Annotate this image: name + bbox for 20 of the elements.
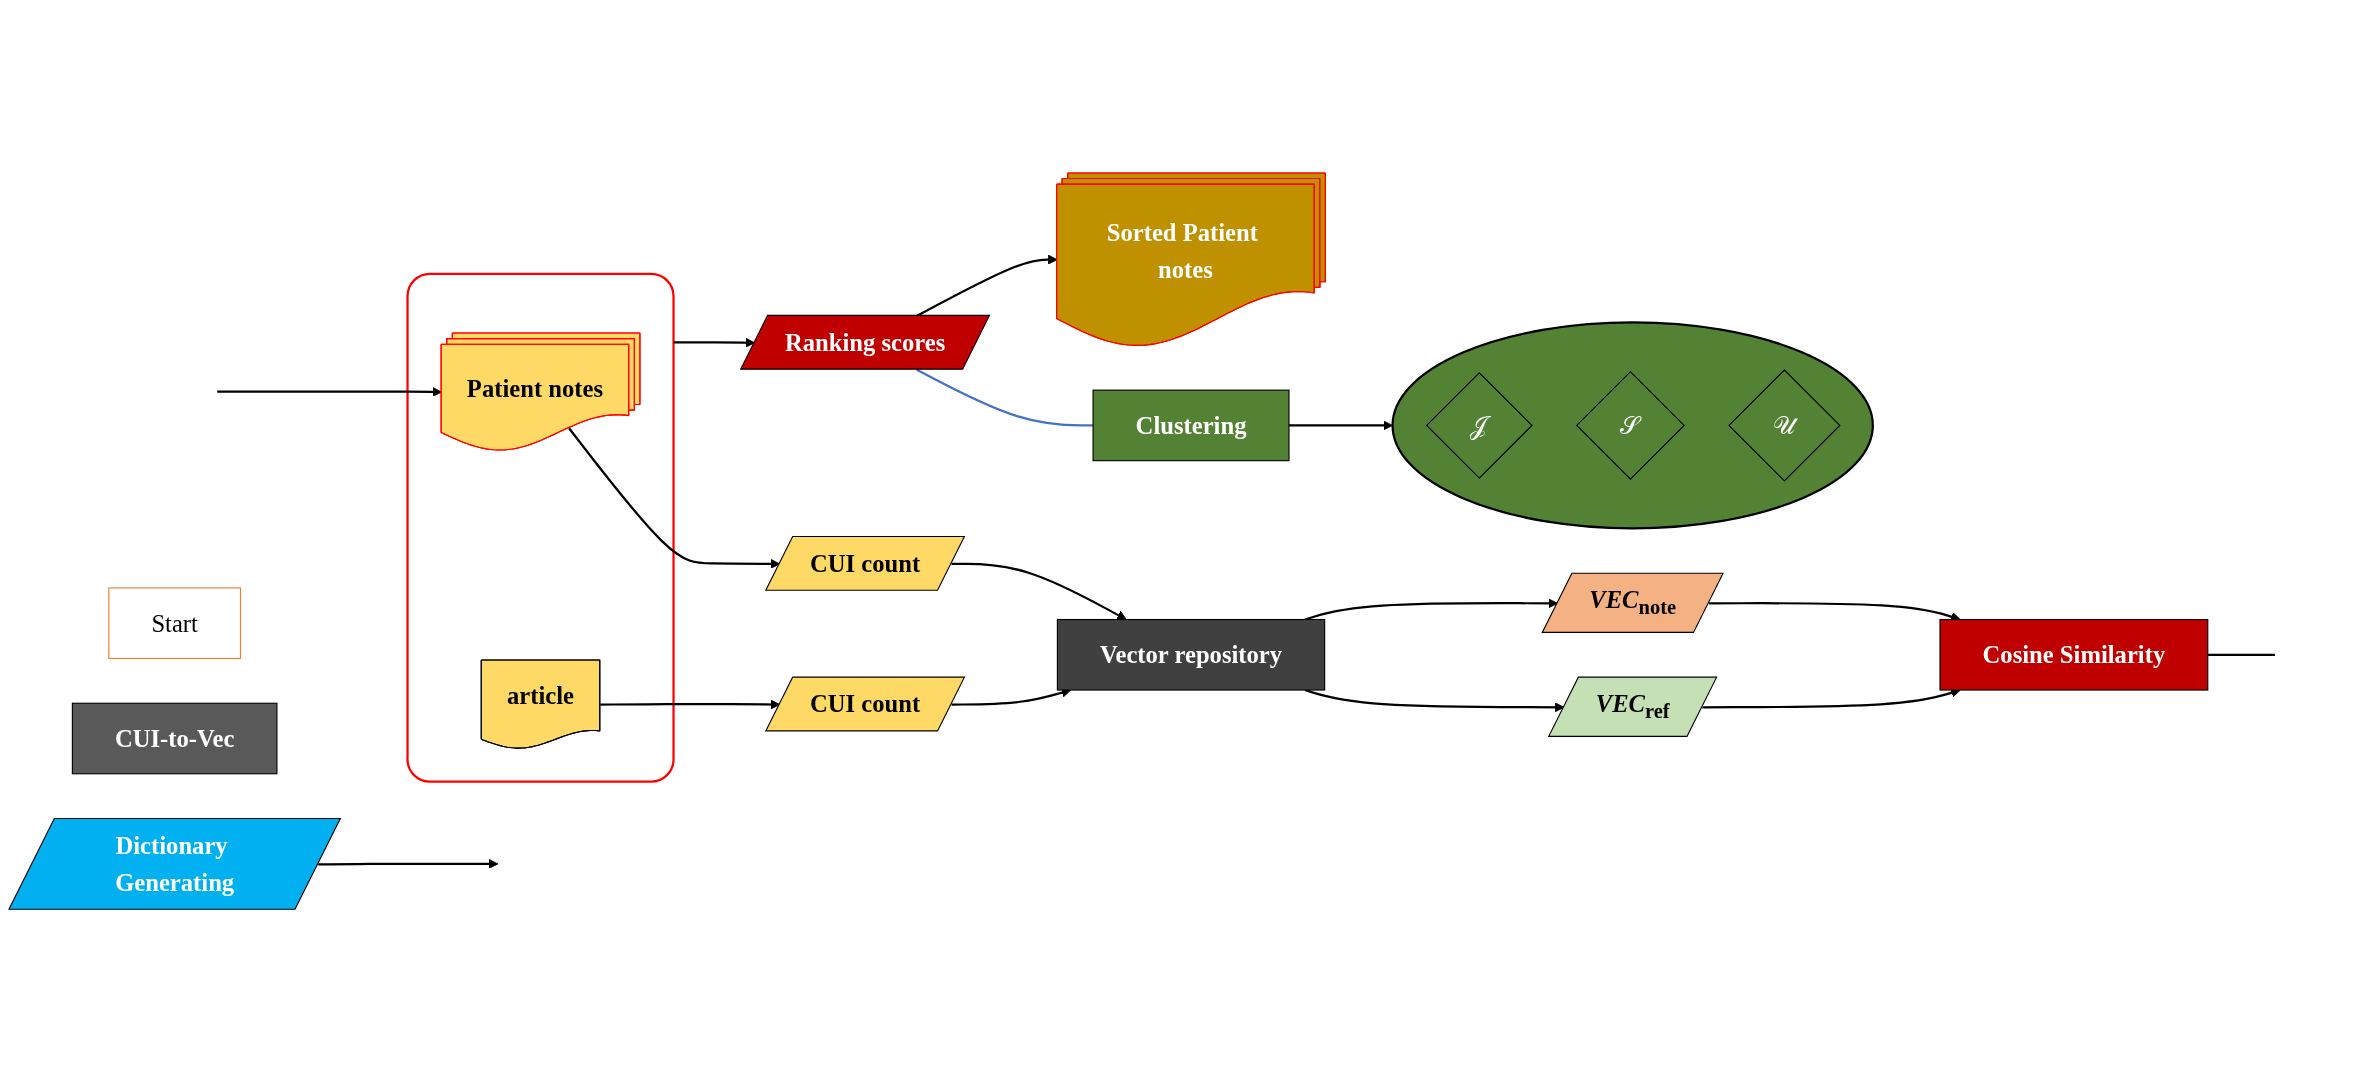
node-box: Start: [108, 587, 242, 660]
arrow: [673, 338, 756, 349]
cluster: [1391, 321, 1874, 530]
node-diamond: 𝒰: [1728, 369, 1841, 483]
cluster: [406, 273, 675, 784]
node-box: Clustering: [1092, 390, 1290, 462]
arrow: [951, 563, 1127, 621]
connector: [916, 369, 1094, 427]
node-diamond: 𝒮: [1575, 371, 1685, 481]
node-diamond: 𝒥: [1425, 372, 1533, 480]
arrow: [1304, 598, 1559, 621]
arrow: [217, 387, 443, 398]
connector: [2207, 654, 2275, 657]
node-box: Cosine Similarity: [1939, 619, 2209, 691]
node-box: CUI-to-Vec: [71, 703, 278, 775]
arrow: [568, 427, 781, 570]
arrow: [1289, 420, 1393, 431]
arrow: [600, 700, 781, 710]
arrow: [318, 859, 499, 870]
node-box: Vector repository: [1056, 619, 1326, 691]
